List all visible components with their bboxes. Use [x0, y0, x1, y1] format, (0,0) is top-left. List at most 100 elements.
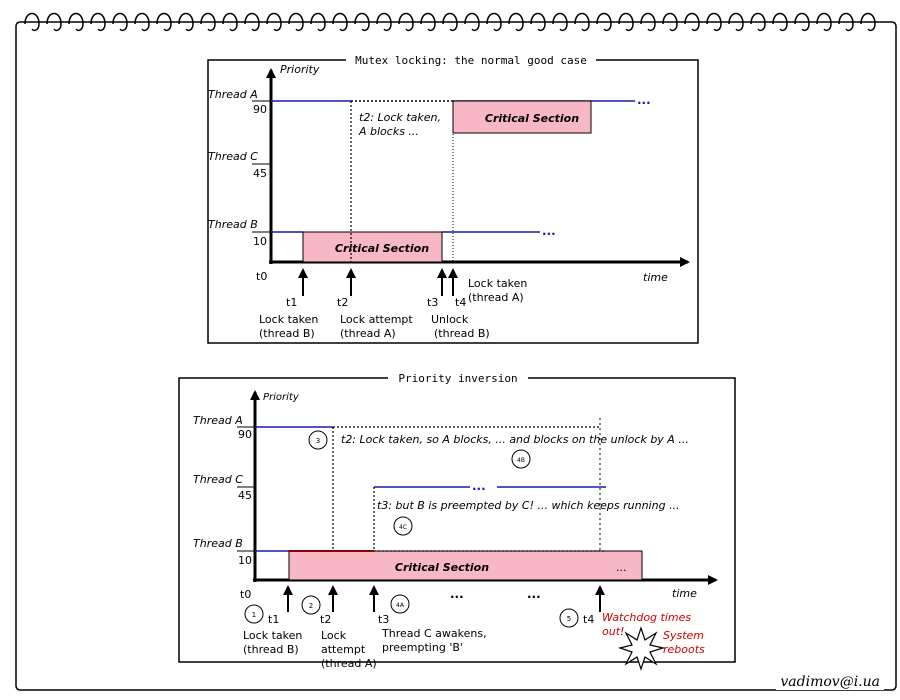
critical-section-b-2 [288, 550, 643, 581]
step-badge-1: 1 [244, 604, 264, 624]
spiral-ring [398, 12, 414, 32]
spiral-ring [288, 12, 304, 32]
step-badge-4b: 4B [511, 449, 531, 469]
svg-text:5: 5 [567, 615, 571, 623]
watchdog-line2: out! [602, 625, 624, 638]
svg-text:1: 1 [252, 611, 256, 619]
thread-a-label-2: Thread A [193, 414, 243, 427]
spiral-ring [750, 12, 766, 32]
ellipsis-2: ... [527, 587, 541, 601]
marker-t2-line1: Lock attempt [340, 313, 413, 326]
tick-t4: t4 [455, 296, 466, 309]
diagram2-title: Priority inversion [398, 372, 517, 385]
tick-t3: t3 [427, 296, 438, 309]
marker-2-t2-line2: attempt [321, 643, 366, 656]
spiral-ring [662, 12, 678, 32]
spiral-ring [552, 12, 568, 32]
spiral-ring [266, 12, 282, 32]
thread-a-priority-2: 90 [238, 428, 252, 441]
spiral-ring [178, 12, 194, 32]
svg-text:4B: 4B [517, 457, 525, 464]
tick-2-t4: t4 [583, 613, 594, 626]
thread-c-label: Thread C [208, 150, 258, 163]
marker-t4-line1: Lock taken [468, 277, 527, 290]
critical-section-a-label: Critical Section [485, 112, 579, 125]
spiral-ring [596, 12, 612, 32]
spiral-ring [134, 12, 150, 32]
ellipsis-1: ... [450, 587, 464, 601]
marker-2-t3-line2: preempting 'B' [382, 641, 463, 654]
step-badge-3: 3 [308, 430, 328, 450]
spiral-ring [244, 12, 260, 32]
time-axis-label: time [643, 271, 668, 284]
spiral-ring [200, 12, 216, 32]
spiral-ring [574, 12, 590, 32]
priority-axis-label-2: Priority [263, 392, 300, 403]
t0-label: t0 [256, 270, 267, 283]
priority-axis-label: Priority [280, 63, 320, 76]
critical-section-a [452, 100, 592, 134]
reboot-line2: reboots [663, 643, 705, 656]
spiral-ring [706, 12, 722, 32]
spiral-ring [640, 12, 656, 32]
thread-c-priority: 45 [253, 167, 267, 180]
marker-t2-line2: (thread A) [340, 327, 396, 340]
note-t2-line2: A blocks ... [358, 125, 419, 138]
thread-b-label: Thread B [208, 218, 258, 231]
spiral-ring [530, 12, 546, 32]
thread-c-label-2: Thread C [193, 473, 243, 486]
spiral-ring [46, 12, 62, 32]
svg-text:4C: 4C [399, 524, 407, 531]
thread-a-label: Thread A [208, 88, 258, 101]
spiral-ring [222, 12, 238, 32]
marker-2-t1-line1: Lock taken [243, 629, 302, 642]
diagram1-title: Mutex locking: the normal good case [355, 54, 587, 67]
diagram-priority-inversion: Priority inversion Priority time t0 Thre… [178, 370, 736, 671]
spiral-ring [772, 12, 788, 32]
tick-2-t1: t1 [268, 613, 279, 626]
svg-text:4A: 4A [396, 602, 405, 609]
step-badge-4a: 4A [390, 594, 410, 614]
svg-text:3: 3 [316, 437, 320, 445]
critical-section-b-2-label: Critical Section [395, 561, 489, 574]
marker-t3-line1: Unlock [431, 313, 469, 326]
note-thread-c: t3: but B is preempted by C! ... which k… [377, 499, 680, 512]
spiral-ring [464, 12, 480, 32]
marker-2-t1-line2: (thread B) [243, 643, 299, 656]
thread-c-continuation: ... [472, 479, 486, 493]
spiral-ring [728, 12, 744, 32]
reboot-line1: System [663, 629, 704, 642]
marker-2-t2-line1: Lock [321, 629, 347, 642]
spiral-ring [508, 12, 524, 32]
step-badge-2: 2 [301, 595, 321, 615]
spiral-ring [816, 12, 832, 32]
spiral-ring [618, 12, 634, 32]
spiral-ring [156, 12, 172, 32]
spiral-ring [68, 12, 84, 32]
step-badge-4c: 4C [393, 516, 413, 536]
spiral-ring [354, 12, 370, 32]
thread-a-continuation: ... [637, 93, 651, 107]
thread-b-priority: 10 [253, 235, 267, 248]
step-badge-5: 5 [559, 608, 579, 628]
marker-t1-line2: (thread B) [259, 327, 315, 340]
tick-2-t2: t2 [320, 613, 331, 626]
spiral-ring [838, 12, 854, 32]
watchdog-line1: Watchdog times [602, 611, 691, 624]
author-signature: vadimov@i.ua [776, 674, 884, 690]
spiral-ring [442, 12, 458, 32]
spiral-ring [310, 12, 326, 32]
spiral-ring [24, 12, 40, 32]
tick-t1: t1 [286, 296, 297, 309]
spiral-ring [112, 12, 128, 32]
spiral-ring [486, 12, 502, 32]
spiral-ring [376, 12, 392, 32]
diagram-normal-case: Mutex locking: the normal good case Prio… [207, 52, 699, 344]
spiral-ring [684, 12, 700, 32]
spiral-ring [420, 12, 436, 32]
thread-a-priority: 90 [253, 103, 267, 116]
note-t2-line1: t2: Lock taken, [359, 111, 441, 124]
critical-section-continuation: ... [616, 561, 627, 574]
spiral-ring [332, 12, 348, 32]
